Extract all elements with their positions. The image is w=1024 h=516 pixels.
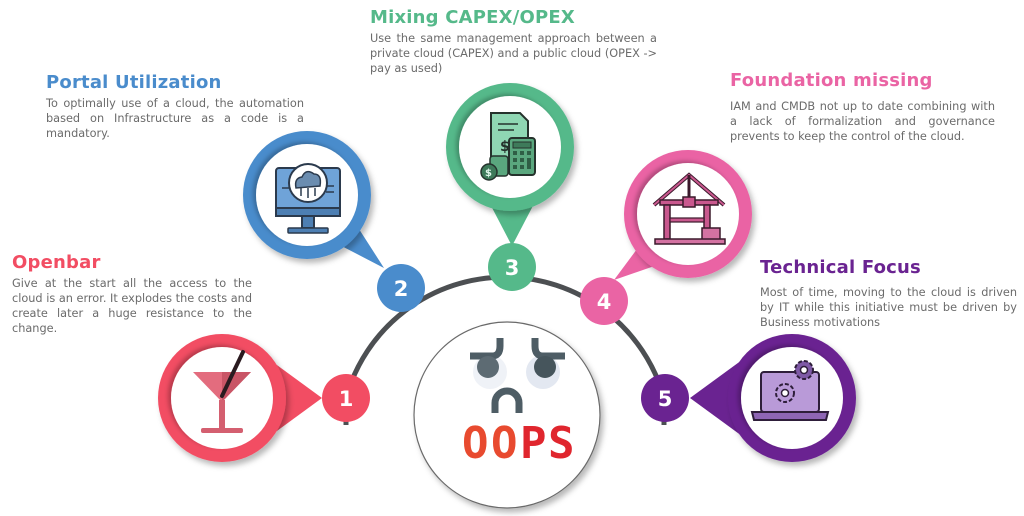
step-3-marker: 3 xyxy=(488,243,536,291)
oops-letter-4: S xyxy=(548,418,575,469)
item-2-bubble xyxy=(243,131,384,268)
item-4-description: IAM and CMDB not up to date combining wi… xyxy=(730,100,995,143)
item-4-bubble xyxy=(614,150,752,280)
oops-letter-2: O xyxy=(491,418,518,469)
construction-frame-icon xyxy=(652,172,726,245)
svg-text:$: $ xyxy=(485,168,492,179)
step-3-number: 3 xyxy=(505,256,520,280)
svg-text:$: $ xyxy=(500,139,510,155)
cloud-computer-icon xyxy=(275,163,341,234)
item-5-text-block: Technical Focus Most of time, moving to … xyxy=(760,257,1017,330)
step-4-marker: 4 xyxy=(580,277,628,325)
item-1-text-block: Openbar Give at the start all the access… xyxy=(12,252,252,336)
oops-letter-3: P xyxy=(520,418,547,469)
step-1-marker: 1 xyxy=(322,374,370,422)
step-2-marker: 2 xyxy=(377,264,425,312)
item-1-title: Openbar xyxy=(12,252,101,273)
item-3-description: Use the same management approach between… xyxy=(370,32,657,75)
right-eyebrow xyxy=(531,338,565,360)
item-5-bubble xyxy=(690,334,856,462)
item-4-title: Foundation missing xyxy=(730,70,933,91)
item-5-title: Technical Focus xyxy=(760,257,921,278)
left-eyebrow xyxy=(470,338,504,360)
oops-letter-1: O xyxy=(462,418,489,469)
item-3-bubble: $ $ xyxy=(446,83,574,246)
step-2-number: 2 xyxy=(394,277,409,301)
cocktail-glass-icon xyxy=(193,350,251,433)
item-2-description: To optimally use of a cloud, the automat… xyxy=(46,97,304,140)
left-pupil xyxy=(477,356,499,378)
frown-mouth xyxy=(491,387,523,413)
laptop-gears-icon xyxy=(750,360,830,421)
item-2-title: Portal Utilization xyxy=(46,72,222,93)
item-1-description: Give at the start all the access to the … xyxy=(12,277,252,335)
step-5-number: 5 xyxy=(658,387,673,411)
right-pupil xyxy=(534,356,556,378)
item-2-text-block: Portal Utilization To optimally use of a… xyxy=(46,72,304,141)
item-5-description: Most of time, moving to the cloud is dri… xyxy=(760,286,1017,329)
step-4-number: 4 xyxy=(597,290,612,314)
step-1-number: 1 xyxy=(339,387,354,411)
oops-face: O O P S xyxy=(413,321,601,509)
item-3-text-block: Mixing CAPEX/OPEX Use the same managemen… xyxy=(370,7,657,76)
item-1-bubble xyxy=(158,334,322,462)
item-4-text-block: Foundation missing IAM and CMDB not up t… xyxy=(730,70,995,144)
calculator-invoice-coins-icon: $ $ xyxy=(480,112,536,181)
item-3-title: Mixing CAPEX/OPEX xyxy=(370,7,575,28)
step-5-marker: 5 xyxy=(641,374,689,422)
